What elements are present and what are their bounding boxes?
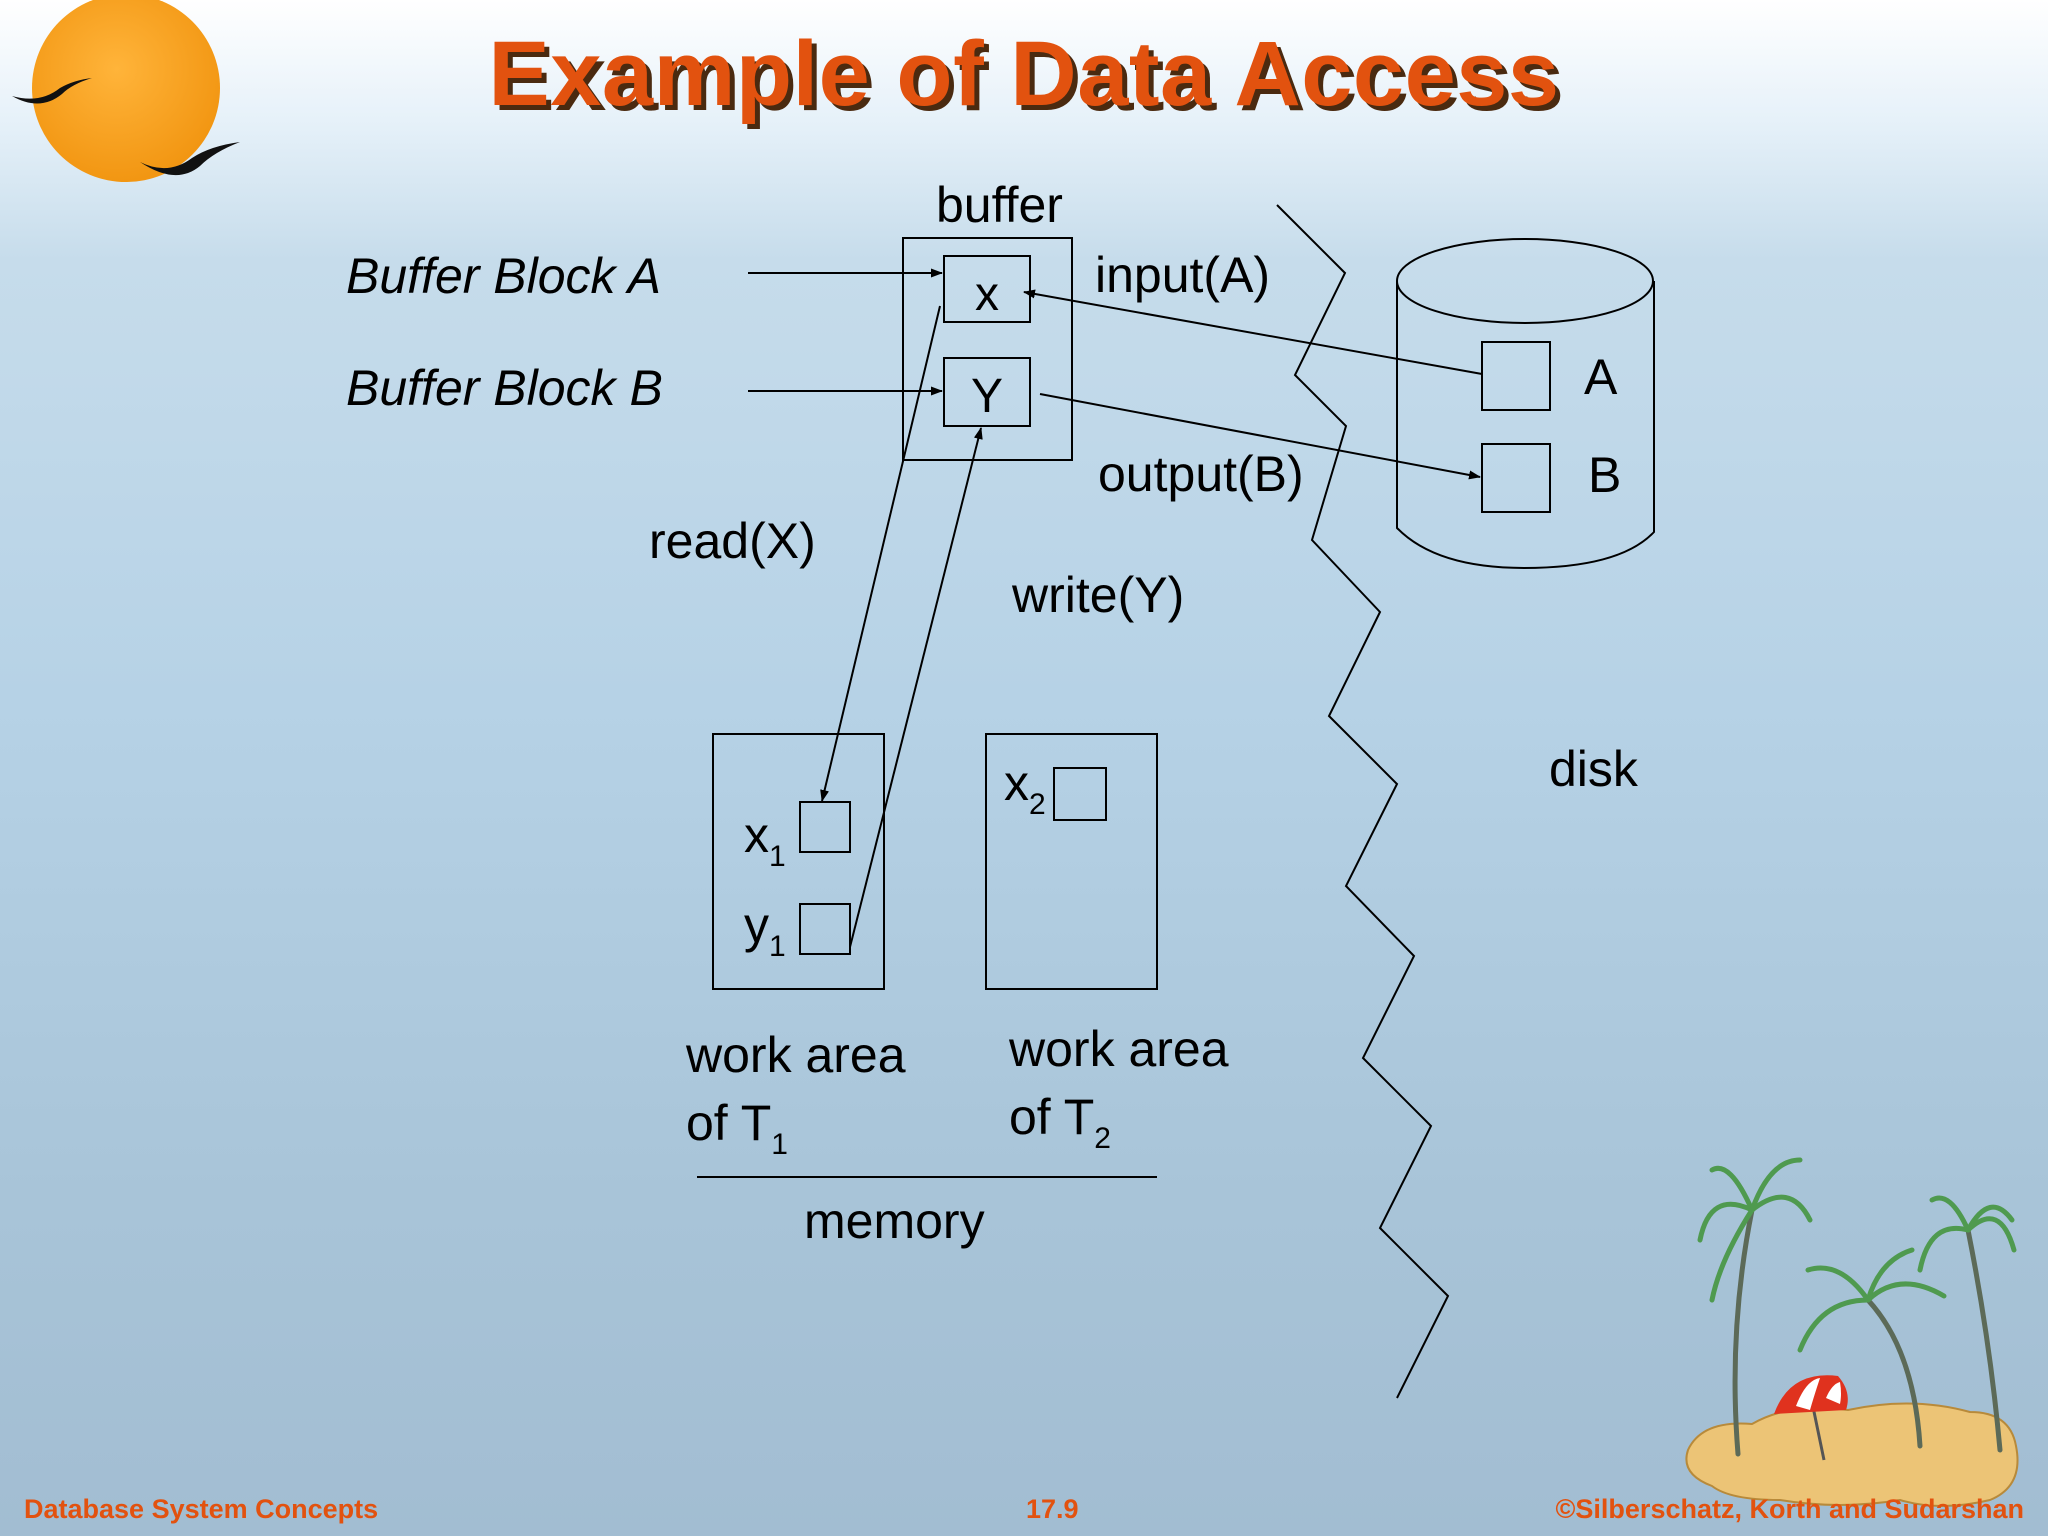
slide-title: Example of Data Access xyxy=(488,23,1560,125)
work-area-t2-box xyxy=(985,733,1158,990)
read-x-arrow xyxy=(820,305,941,802)
t1-x1-slot xyxy=(799,801,851,853)
read-x-label: read(X) xyxy=(649,513,816,569)
memory-disk-separator xyxy=(1276,204,1450,1399)
disk-cylinder xyxy=(1396,238,1655,570)
write-y-arrow xyxy=(849,427,983,948)
footer-page-number: 17.9 xyxy=(1026,1494,1079,1524)
palm-tree-icon xyxy=(1697,1157,1813,1457)
input-a-label: input(A) xyxy=(1095,247,1270,303)
buffer-block-b-label: Buffer Block B xyxy=(346,360,663,416)
disk-block-b-label: B xyxy=(1588,447,1621,503)
palm-tree-icon xyxy=(1917,1195,2017,1453)
output-b-arrow xyxy=(1039,393,1481,480)
disk-block-a-label: A xyxy=(1584,349,1618,405)
disk-label: disk xyxy=(1549,741,1639,797)
buffer-label: buffer xyxy=(936,177,1063,233)
bird-icon xyxy=(12,78,92,104)
t2-x2-slot xyxy=(1053,767,1107,821)
footer-left: Database System Concepts xyxy=(24,1494,379,1524)
bird-icon xyxy=(140,142,240,176)
palm-island-decoration xyxy=(1685,1157,2019,1507)
t1-x1-label: x1 xyxy=(744,807,786,873)
work-area-t1-box xyxy=(712,733,885,990)
disk-block-b xyxy=(1481,443,1551,513)
t1-y1-slot xyxy=(799,903,851,955)
work-area-t1-label-line1: work area xyxy=(685,1027,906,1083)
t2-x2-label: x2 xyxy=(1004,755,1046,821)
footer-copyright: ©Silberschatz, Korth and Sudarshan xyxy=(1555,1494,2024,1524)
sun-birds-logo xyxy=(12,0,240,182)
output-b-label: output(B) xyxy=(1098,446,1304,502)
disk-block-a xyxy=(1481,341,1551,411)
buffer-box xyxy=(902,237,1073,461)
block-y-label: Y xyxy=(971,370,1003,423)
palm-tree-icon xyxy=(1797,1247,1947,1449)
write-y-label: write(Y) xyxy=(1011,567,1184,623)
buffer-block-a-label: Buffer Block A xyxy=(346,248,661,304)
memory-label: memory xyxy=(804,1193,985,1249)
input-a-arrow xyxy=(1023,289,1483,375)
work-area-t1-label-line2: of T1 xyxy=(686,1095,788,1161)
umbrella-icon xyxy=(1774,1375,1848,1461)
sun-icon xyxy=(32,0,220,182)
t1-y1-label: y1 xyxy=(744,897,786,963)
work-area-t2-label-line2: of T2 xyxy=(1009,1089,1111,1155)
work-area-t2-label-line1: work area xyxy=(1008,1021,1229,1077)
block-x-label: x xyxy=(975,268,999,321)
buffer-block-y xyxy=(943,357,1031,427)
buffer-block-x xyxy=(943,255,1031,323)
